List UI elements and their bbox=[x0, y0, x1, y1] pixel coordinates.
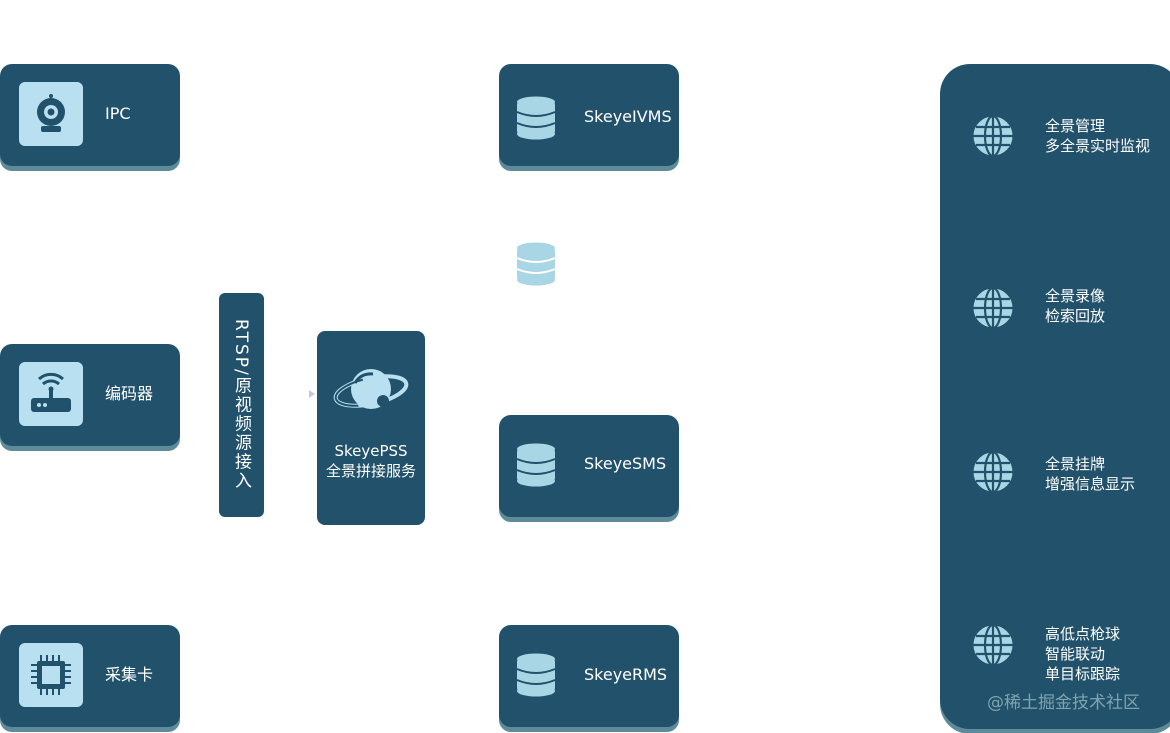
source-label-ipc: IPC bbox=[105, 104, 131, 123]
feature-line: 智能联动 bbox=[1045, 645, 1106, 663]
feature-line: 高低点枪球 bbox=[1045, 625, 1121, 643]
database-icon bbox=[516, 443, 556, 487]
source-card-ipc: IPC bbox=[0, 64, 180, 166]
globe-icon bbox=[972, 623, 1014, 667]
service-card-sms: SkeyeSMS bbox=[499, 415, 679, 517]
service-card-rms: SkeyeRMS bbox=[499, 625, 679, 727]
watermark: @稀土掘金技术社区 bbox=[987, 693, 1140, 713]
arrow-icon bbox=[309, 390, 315, 398]
planet-icon bbox=[333, 369, 409, 409]
feature-line: 增强信息显示 bbox=[1045, 475, 1136, 493]
feature-line: 多全景实时监视 bbox=[1045, 137, 1151, 155]
source-card-encoder: 编码器 bbox=[0, 344, 180, 446]
globe-icon bbox=[972, 450, 1014, 494]
rtsp-access-label: RTSP/原视频源接入 bbox=[231, 319, 251, 491]
source-card-capture: 采集卡 bbox=[0, 625, 180, 727]
globe-icon bbox=[972, 114, 1014, 158]
webcam-icon bbox=[19, 82, 83, 146]
feature-line: 全景录像 bbox=[1045, 287, 1106, 305]
source-label-encoder: 编码器 bbox=[105, 384, 154, 403]
pss-title: SkeyePSS bbox=[334, 442, 408, 460]
database-icon bbox=[516, 242, 556, 286]
rtsp-access-bar: RTSP/原视频源接入 bbox=[219, 293, 264, 517]
service-label-rms: SkeyeRMS bbox=[584, 665, 668, 684]
source-label-capture: 采集卡 bbox=[105, 665, 154, 684]
feature-line: 全景管理 bbox=[1045, 117, 1106, 135]
pss-subtitle: 全景拼接服务 bbox=[325, 462, 416, 480]
service-label-sms: SkeyeSMS bbox=[584, 454, 667, 473]
database-icon bbox=[516, 96, 556, 140]
feature-panel: 全景管理 多全景实时监视 全景录像 检索回放 全景挂牌 增强信息显示 bbox=[940, 64, 1170, 729]
pss-service-box: SkeyePSS 全景拼接服务 bbox=[317, 331, 425, 525]
globe-icon bbox=[972, 286, 1014, 330]
chip-icon bbox=[19, 643, 83, 707]
service-label-ivms: SkeyeIVMS bbox=[584, 107, 672, 126]
feature-line: 全景挂牌 bbox=[1045, 455, 1106, 473]
service-card-ivms: SkeyeIVMS bbox=[499, 64, 679, 166]
database-icon bbox=[516, 653, 556, 697]
router-icon bbox=[19, 362, 83, 426]
feature-line: 单目标跟踪 bbox=[1045, 665, 1121, 683]
feature-line: 检索回放 bbox=[1045, 307, 1106, 325]
